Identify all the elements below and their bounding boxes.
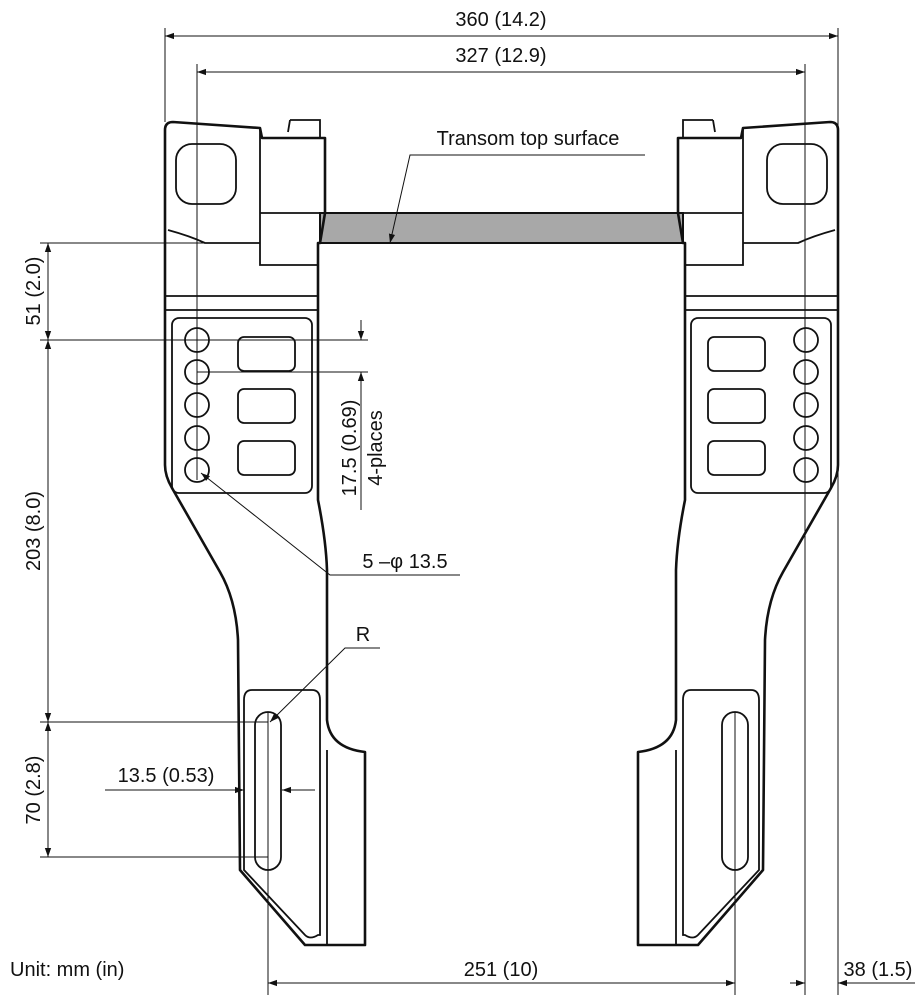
dim-slot-width: 13.5 (0.53) bbox=[118, 765, 215, 787]
dim-hole-spacing: 17.5 (0.69) bbox=[339, 400, 361, 497]
dim-edge-offset: 38 (1.5) bbox=[844, 959, 913, 981]
dim-overall-width: 360 (14.2) bbox=[455, 9, 546, 31]
dim-hole-spacing-note: 4-places bbox=[365, 410, 387, 486]
dim-slot-pitch: 251 (10) bbox=[464, 959, 539, 981]
unit-note: Unit: mm (in) bbox=[10, 959, 124, 981]
transom-label: Transom top surface bbox=[437, 128, 620, 150]
extension-lines bbox=[40, 28, 839, 995]
transom-top-surface bbox=[319, 212, 684, 244]
radius-label: R bbox=[356, 624, 370, 646]
dim-top-offset: 51 (2.0) bbox=[23, 257, 45, 326]
dim-slot-length: 70 (2.8) bbox=[23, 756, 45, 825]
dim-panel-height: 203 (8.0) bbox=[23, 491, 45, 571]
hole-spec-label: 5 –φ 13.5 bbox=[362, 551, 447, 573]
dim-hole-pitch-width: 327 (12.9) bbox=[455, 45, 546, 67]
